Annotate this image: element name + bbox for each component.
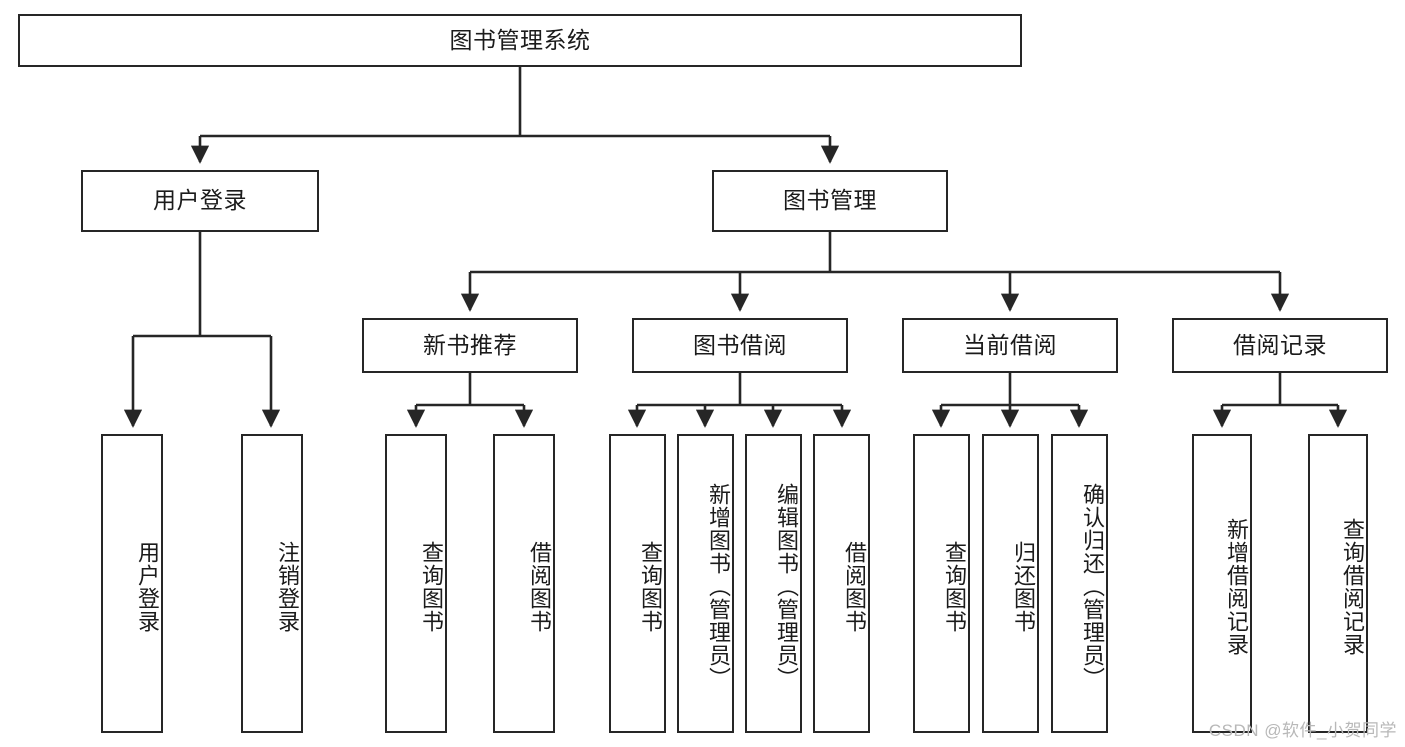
node-leaf-edit-book-label: 编辑图书（管理员）: [774, 483, 799, 690]
node-current-borrow[interactable]: 当前借阅: [902, 318, 1118, 373]
node-leaf-add-record-label: 新增借阅记录: [1224, 517, 1249, 656]
node-leaf-add-book-label: 新增图书（管理员）: [706, 483, 731, 690]
node-leaf-query-book-1-label: 查询图书: [419, 540, 444, 633]
node-leaf-user-logout[interactable]: 注销登录: [241, 434, 303, 733]
node-leaf-user-logout-label: 注销登录: [275, 540, 300, 633]
node-book-borrow-label: 图书借阅: [693, 331, 787, 358]
node-user-login[interactable]: 用户登录: [81, 170, 319, 232]
node-leaf-query-book-1[interactable]: 查询图书: [385, 434, 447, 733]
node-leaf-edit-book[interactable]: 编辑图书（管理员）: [745, 434, 802, 733]
node-leaf-query-book-2-label: 查询图书: [638, 540, 663, 633]
node-user-login-label: 用户登录: [153, 187, 247, 214]
node-leaf-query-record[interactable]: 查询借阅记录: [1308, 434, 1368, 733]
node-current-borrow-label: 当前借阅: [963, 331, 1057, 358]
node-borrow-record-label: 借阅记录: [1233, 331, 1327, 358]
node-leaf-user-login-label: 用户登录: [135, 540, 160, 633]
node-leaf-borrow-book-1-label: 借阅图书: [527, 540, 552, 633]
node-leaf-query-book-2[interactable]: 查询图书: [609, 434, 666, 733]
node-book-borrow[interactable]: 图书借阅: [632, 318, 848, 373]
node-root[interactable]: 图书管理系统: [18, 14, 1022, 67]
node-leaf-add-record[interactable]: 新增借阅记录: [1192, 434, 1252, 733]
node-book-manage[interactable]: 图书管理: [712, 170, 948, 232]
node-book-manage-label: 图书管理: [783, 187, 877, 214]
node-leaf-confirm-return[interactable]: 确认归还（管理员）: [1051, 434, 1108, 733]
node-leaf-query-record-label: 查询借阅记录: [1340, 517, 1365, 656]
node-leaf-user-login[interactable]: 用户登录: [101, 434, 163, 733]
node-new-book-recommend[interactable]: 新书推荐: [362, 318, 578, 373]
watermark: CSDN @软件_小贺同学: [1208, 721, 1397, 740]
node-new-book-recommend-label: 新书推荐: [423, 331, 517, 358]
node-leaf-return-book-label: 归还图书: [1011, 540, 1036, 633]
node-borrow-record[interactable]: 借阅记录: [1172, 318, 1388, 373]
node-root-label: 图书管理系统: [449, 26, 591, 53]
node-leaf-borrow-book-2[interactable]: 借阅图书: [813, 434, 870, 733]
node-leaf-borrow-book-1[interactable]: 借阅图书: [493, 434, 555, 733]
node-leaf-query-book-3[interactable]: 查询图书: [913, 434, 970, 733]
node-leaf-query-book-3-label: 查询图书: [942, 540, 967, 633]
node-leaf-return-book[interactable]: 归还图书: [982, 434, 1039, 733]
node-leaf-confirm-return-label: 确认归还（管理员）: [1080, 483, 1105, 690]
node-leaf-add-book[interactable]: 新增图书（管理员）: [677, 434, 734, 733]
node-leaf-borrow-book-2-label: 借阅图书: [842, 540, 867, 633]
